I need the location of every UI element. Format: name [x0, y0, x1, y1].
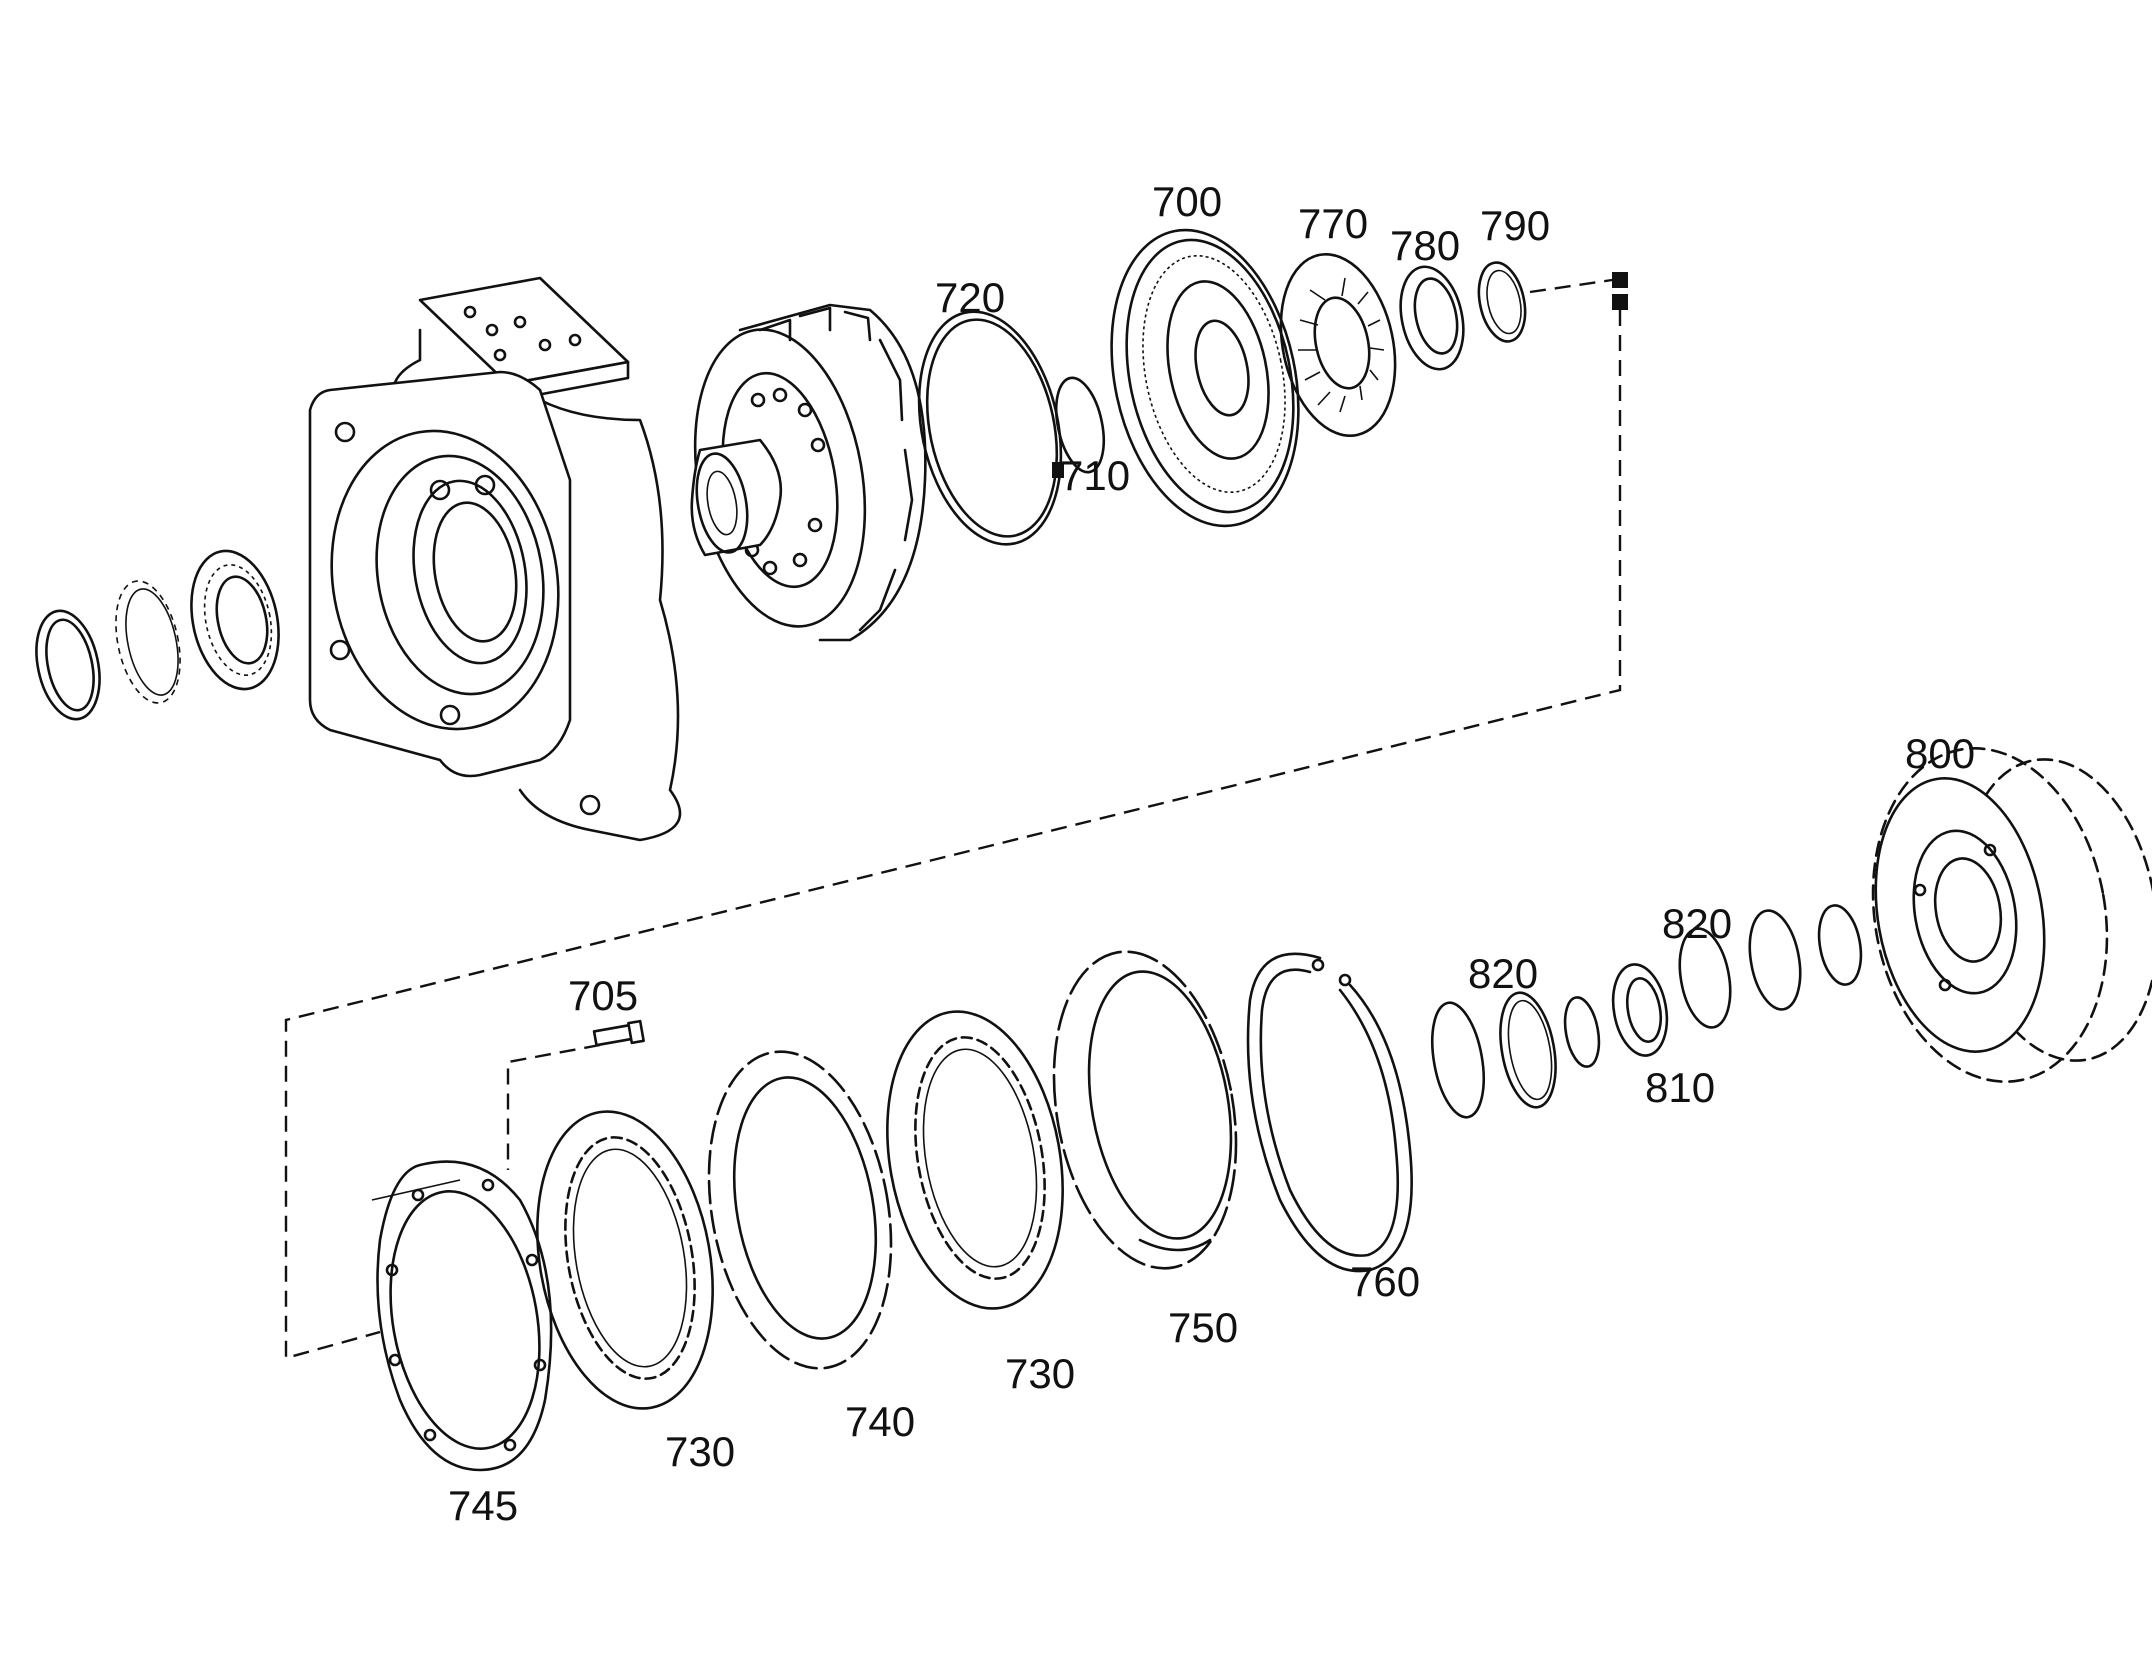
label-705: 705: [568, 972, 638, 1019]
ring-small-b: [1563, 996, 1601, 1068]
snap-ring-760: [1246, 952, 1413, 1273]
ring-820-a: [1499, 991, 1557, 1109]
connector-marker-bottom: [1612, 294, 1628, 310]
label-780: 780: [1390, 222, 1460, 269]
snap-ring-790: [1477, 261, 1527, 343]
clutch-drum: [690, 303, 927, 642]
thin-ring-left: [115, 580, 181, 704]
snap-ring-left: [35, 609, 101, 721]
label-710: 710: [1060, 452, 1130, 499]
spring-plate-770: [1279, 252, 1397, 438]
ring-small-c: [1748, 909, 1802, 1011]
label-730-a: 730: [665, 1428, 735, 1475]
label-700: 700: [1152, 178, 1222, 225]
ring-820-b: [1678, 927, 1732, 1029]
label-820-a: 820: [1468, 950, 1538, 997]
pressure-plate-750: [1052, 950, 1238, 1270]
bearing-810: [1611, 963, 1669, 1057]
connector-marker-top: [1612, 272, 1628, 288]
snap-ring-small-a: [1431, 1001, 1485, 1119]
piston-700: [1110, 228, 1300, 528]
ring-small-d: [1817, 904, 1863, 986]
steel-disc-740: [707, 1050, 893, 1370]
gear-800: [1871, 747, 2152, 1083]
label-810: 810: [1645, 1064, 1715, 1111]
label-745: 745: [448, 1482, 518, 1529]
bearing-left: [190, 549, 280, 691]
housing: [308, 276, 682, 842]
label-790: 790: [1480, 202, 1550, 249]
friction-disc-730-a: [536, 1110, 714, 1410]
friction-disc-730-b: [886, 1010, 1064, 1310]
ring-720: [917, 310, 1063, 546]
screw-705: [506, 1019, 645, 1170]
label-730-b: 730: [1005, 1350, 1075, 1397]
end-plate-745: [371, 1160, 553, 1472]
label-760: 760: [1350, 1258, 1420, 1305]
ring-780: [1399, 265, 1465, 371]
label-750: 750: [1168, 1304, 1238, 1351]
ring-710: [1052, 376, 1106, 478]
label-820-b: 820: [1662, 900, 1732, 947]
label-720: 720: [935, 274, 1005, 321]
assembly-line: [284, 278, 1622, 1360]
label-740: 740: [845, 1398, 915, 1445]
label-770: 770: [1298, 200, 1368, 247]
label-800: 800: [1905, 730, 1975, 777]
